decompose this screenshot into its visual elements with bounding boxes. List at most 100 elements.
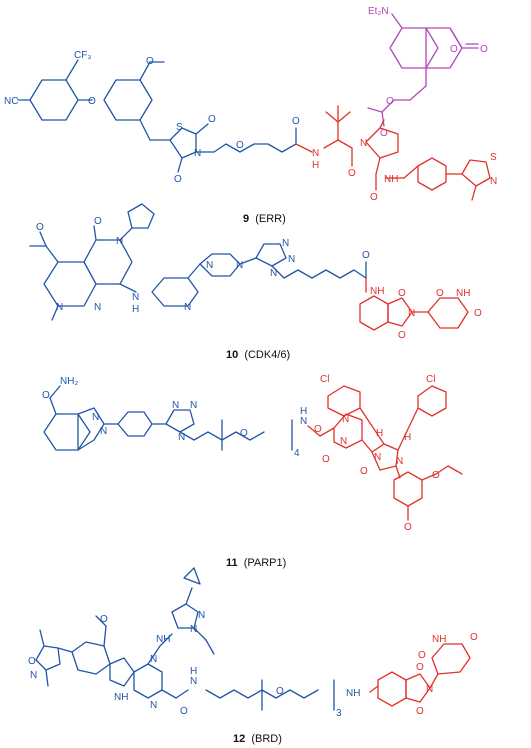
linker-oxygen: O [236,140,244,151]
coumarin-ring-oxygen: O [450,44,458,55]
triazole11-nitrogen-3: N [178,432,185,443]
indazole-nitrogen-2: N [100,426,107,437]
compound-9-target: (ERR) [255,213,286,225]
isoxazole-nitrogen: N [30,670,37,681]
triazole-nitrogen-1: N [282,238,289,249]
phthalimide-oxygen-1: O [398,288,406,299]
compound-12-number: 12 [233,733,245,745]
linker-nh-11: N [300,416,307,427]
compound-12-structure: O N O NH N N NH N N O N H O 3 NH O O N O [28,567,478,745]
amide-oxygen: O [292,116,300,127]
vhl-ligand: N H O N O NH S N [295,105,497,203]
triazole11-nitrogen-2: N [190,400,197,411]
tzd-oxygen-2: O [174,174,182,185]
peg-oxygen-12: O [276,686,284,697]
carboxamide-nh-n: N [190,676,197,687]
chlorophenyl-cl-2: Cl [426,374,435,385]
peg-oxygen-11: O [240,428,248,439]
triazole-nitrogen-3: N [270,268,277,279]
carboxamide-nh-h: H [190,666,197,677]
compound-9-structure: Et₂N O O O O NC CF₃ O O S [4,6,497,225]
glutarimide-nh: NH [456,288,470,299]
compound-11-number: 11 [226,557,238,569]
compound-10-structure: O O N N N N H N N N N N N O NH O O N O O [29,203,482,361]
brd-warhead: O N O NH N N NH N N O N H O 3 NH [28,567,360,719]
aminopyridine-nh-n: N [132,292,139,303]
phthalimide12-oxygen-1: O [416,662,424,673]
peg-repeat-11: 4 [294,448,300,459]
pyridopyrimidine-nitrogen: N [116,236,123,247]
linker-amide-oxygen: O [362,250,370,261]
linker-nh-12: NH [346,688,360,699]
glycinamide-oxygen: O [314,424,322,435]
pyridone-oxygen: O [94,216,102,227]
cereblon-ligand-12: O O N O O NH [369,632,478,717]
amide-nh-h: H [312,160,319,171]
indole-nh: NH [114,692,128,703]
compound-11-caption: 11 (PARP1) [226,557,286,569]
compound-10-caption: 10 (CDK4/6) [226,349,290,361]
coumarin-carbonyl-oxygen: O [480,44,488,55]
glutarimide12-nh: NH [432,634,446,645]
trifluoromethyl-label: CF₃ [74,50,91,61]
cdk-warhead: O O N N N N H N N N N N N O [29,203,370,321]
methoxy-oxygen-11: O [404,522,412,533]
pyrazole-nitrogen-1: N [190,624,197,635]
piperazinone-nitrogen-1: N [340,436,347,447]
imidazoline-nitrogen-1: N [374,452,381,463]
prolinamide-oxygen: O [370,192,378,203]
compound-11-structure: O NH₂ N N N N N O 4 N H [42,374,463,569]
diethylamino-label: Et₂N [368,6,389,17]
tzd-oxygen-1: O [208,114,216,125]
anilide-nh: NH [370,286,384,297]
coumarin-fluorophore: Et₂N O O O O [367,6,488,139]
compound-9-number: 9 [243,213,249,225]
piperazinone-nitrogen-2: N [342,414,349,425]
carbonate-oxygen-1: O [386,96,394,107]
acetyl-oxygen: O [36,222,44,233]
methoxy-oxygen-12: O [100,614,108,625]
pyrazole-nitrogen-2: N [198,610,205,621]
compound-11-target: (PARP1) [244,557,287,569]
carboxamide-nh2: NH₂ [60,376,78,387]
chlorophenyl-cl-1: Cl [320,374,329,385]
pyrimidine-nitrogen-2: N [94,302,101,313]
thiazole-nitrogen: N [490,176,497,187]
phthalimide12-nitrogen: N [426,684,433,695]
peg-repeat-12: 3 [336,708,342,719]
compound-10-target: (CDK4/6) [244,349,290,361]
benzylamide-nh: NH [384,174,398,185]
aminopyridine-nh-h: H [132,304,139,315]
phthalimide12-oxygen-2: O [416,706,424,717]
cereblon-ligand-10: NH O O N O O NH [359,277,482,341]
pyrimidine-n-12a: N [150,654,157,665]
pyrimidine-n-12b: N [150,700,157,711]
nitrile-label: NC [4,96,18,107]
glutarimide-oxygen-2: O [474,308,482,319]
urea-oxygen: O [360,466,368,477]
glutarimide12-oxygen-1: O [418,650,426,661]
aminopyrazole-nh: NH [156,634,170,645]
glutarimide-oxygen-1: O [436,288,444,299]
mdm2-ligand: Cl Cl O N N O O N N O O H H [307,374,463,533]
piperazinone-oxygen: O [322,454,330,465]
amide-nh-n: N [312,148,319,159]
piperazine-nitrogen-1: N [206,260,213,271]
compound-12-caption: 12 (BRD) [233,733,282,745]
stereo-h-2: H [404,432,411,443]
triazole-nitrogen-2: N [288,254,295,265]
thiazole-sulfur: S [490,152,497,163]
thiazolidinedione-sulfur: S [176,122,183,133]
methoxy-oxygen: O [146,56,154,67]
linker-nh-h-11: H [300,406,307,417]
compound-10-number: 10 [226,349,238,361]
compound-9-caption: 9 (ERR) [243,213,286,225]
vhl-carbonyl-oxygen: O [348,168,356,179]
stereo-h-1: H [376,428,383,439]
err-warhead: NC CF₃ O O S O O N O O [4,50,300,185]
piperazine-nitrogen-2: N [236,260,243,271]
pyridine-nitrogen: N [184,302,191,313]
indazole-nitrogen-1: N [92,412,99,423]
phthalimide-oxygen-2: O [398,330,406,341]
